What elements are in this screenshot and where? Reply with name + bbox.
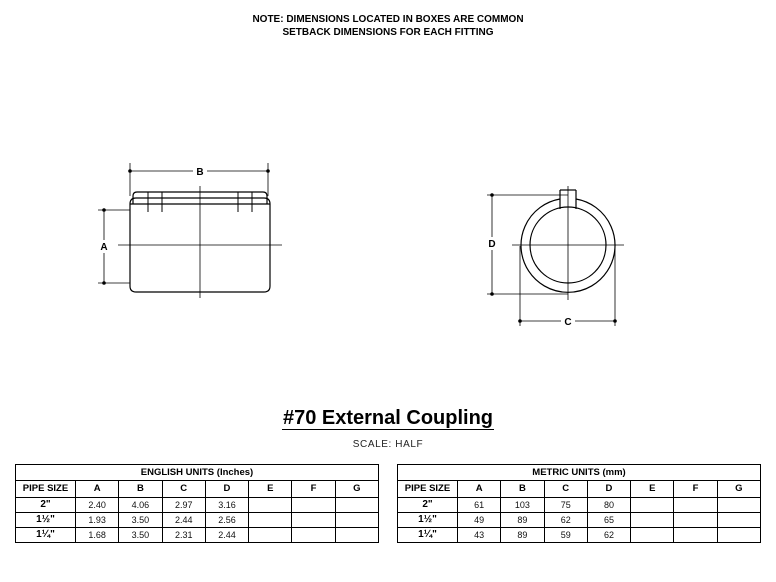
col-header-a: A bbox=[74, 480, 120, 498]
cell-b: 3.50 bbox=[118, 527, 163, 543]
cell-f bbox=[673, 512, 718, 528]
english-units-table: ENGLISH UNITS (Inches) PIPE SIZE A B C D… bbox=[15, 464, 380, 543]
col-header-e: E bbox=[630, 480, 675, 498]
cell-g bbox=[716, 527, 762, 543]
cell-b: 89 bbox=[500, 512, 545, 528]
cell-a: 43 bbox=[456, 527, 502, 543]
cell-c: 2.97 bbox=[161, 497, 206, 513]
col-header-d: D bbox=[204, 480, 250, 498]
cell-f bbox=[291, 512, 336, 528]
col-header-c: C bbox=[161, 480, 206, 498]
col-header-f: F bbox=[673, 480, 718, 498]
table-row: 2" 2.40 4.06 2.97 3.16 bbox=[15, 497, 380, 513]
cell-c: 62 bbox=[543, 512, 588, 528]
cell-e bbox=[630, 497, 675, 513]
note-line-1: NOTE: DIMENSIONS LOCATED IN BOXES ARE CO… bbox=[252, 14, 524, 25]
metric-units-table: METRIC UNITS (mm) PIPE SIZE A B C D E F … bbox=[397, 464, 762, 543]
cell-f bbox=[291, 497, 336, 513]
cell-d: 62 bbox=[586, 527, 632, 543]
pipe-size-cell: 1¼" bbox=[15, 527, 76, 543]
col-header-pipe-size: PIPE SIZE bbox=[397, 480, 458, 498]
dimension-d-label: D bbox=[488, 239, 495, 250]
col-header-pipe-size: PIPE SIZE bbox=[15, 480, 76, 498]
cell-d: 2.44 bbox=[204, 527, 250, 543]
cell-d: 2.56 bbox=[204, 512, 250, 528]
cell-e bbox=[248, 497, 293, 513]
col-header-b: B bbox=[118, 480, 163, 498]
col-header-e: E bbox=[248, 480, 293, 498]
cell-c: 2.31 bbox=[161, 527, 206, 543]
note-line-2: SETBACK DIMENSIONS FOR EACH FITTING bbox=[282, 27, 494, 38]
cell-e bbox=[630, 512, 675, 528]
cell-b: 89 bbox=[500, 527, 545, 543]
coupling-body-outline bbox=[129, 197, 271, 293]
cell-c: 59 bbox=[543, 527, 588, 543]
cell-d: 3.16 bbox=[204, 497, 250, 513]
col-header-b: B bbox=[500, 480, 545, 498]
cell-d: 65 bbox=[586, 512, 632, 528]
cell-e bbox=[248, 527, 293, 543]
cell-a: 2.40 bbox=[74, 497, 120, 513]
cell-g bbox=[716, 497, 762, 513]
col-header-d: D bbox=[586, 480, 632, 498]
scale-label: SCALE: HALF bbox=[352, 439, 424, 450]
table-row: 1¼" 43 89 59 62 bbox=[397, 527, 762, 543]
side-view bbox=[98, 163, 282, 298]
cell-g bbox=[716, 512, 762, 528]
cell-f bbox=[673, 497, 718, 513]
table-row: 1¼" 1.68 3.50 2.31 2.44 bbox=[15, 527, 380, 543]
cell-a: 1.93 bbox=[74, 512, 120, 528]
cell-b: 4.06 bbox=[118, 497, 163, 513]
pipe-size-cell: 1½" bbox=[397, 512, 458, 528]
technical-drawing: B A D C bbox=[98, 163, 624, 328]
table-row: 1½" 1.93 3.50 2.44 2.56 bbox=[15, 512, 380, 528]
dimension-c-label: C bbox=[564, 317, 571, 328]
drawing-note: NOTE: DIMENSIONS LOCATED IN BOXES ARE CO… bbox=[0, 13, 776, 39]
cell-g bbox=[334, 527, 380, 543]
table-row: 1½" 49 89 62 65 bbox=[397, 512, 762, 528]
cell-b: 103 bbox=[500, 497, 545, 513]
dimension-a-label: A bbox=[100, 242, 107, 253]
col-header-g: G bbox=[334, 480, 380, 498]
cell-d: 80 bbox=[586, 497, 632, 513]
col-header-g: G bbox=[716, 480, 762, 498]
pipe-size-cell: 1½" bbox=[15, 512, 76, 528]
cell-e bbox=[630, 527, 675, 543]
pipe-size-cell: 2" bbox=[397, 497, 458, 513]
pipe-size-cell: 1¼" bbox=[397, 527, 458, 543]
cell-a: 61 bbox=[456, 497, 502, 513]
cell-f bbox=[673, 527, 718, 543]
end-view bbox=[487, 186, 624, 326]
metric-caption: METRIC UNITS (mm) bbox=[397, 464, 761, 481]
table-row: 2" 61 103 75 80 bbox=[397, 497, 762, 513]
pipe-size-cell: 2" bbox=[15, 497, 76, 513]
dimension-b-label: B bbox=[196, 167, 203, 178]
cell-b: 3.50 bbox=[118, 512, 163, 528]
col-header-c: C bbox=[543, 480, 588, 498]
cell-c: 75 bbox=[543, 497, 588, 513]
cell-a: 49 bbox=[456, 512, 502, 528]
cell-e bbox=[248, 512, 293, 528]
title-text: #70 External Coupling bbox=[281, 407, 495, 430]
cell-f bbox=[291, 527, 336, 543]
cell-g bbox=[334, 497, 380, 513]
col-header-f: F bbox=[291, 480, 336, 498]
cell-g bbox=[334, 512, 380, 528]
cell-a: 1.68 bbox=[74, 527, 120, 543]
col-header-a: A bbox=[456, 480, 502, 498]
english-caption: ENGLISH UNITS (Inches) bbox=[15, 464, 379, 481]
page-title: #70 External Coupling bbox=[0, 404, 776, 432]
cell-c: 2.44 bbox=[161, 512, 206, 528]
